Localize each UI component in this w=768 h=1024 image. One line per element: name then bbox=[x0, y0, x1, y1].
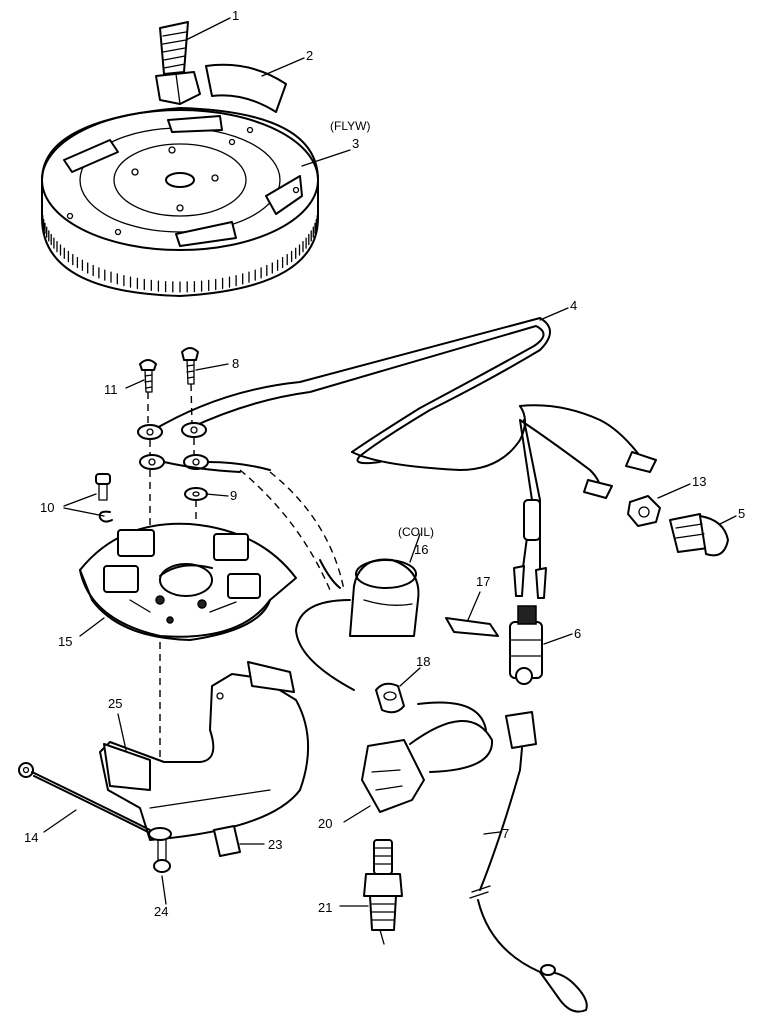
part-24-screw bbox=[153, 839, 171, 873]
label-23: 23 bbox=[268, 837, 282, 852]
part-2-key bbox=[205, 63, 287, 113]
part-23-block bbox=[213, 825, 241, 857]
part-3-flywheel bbox=[41, 107, 319, 297]
part-11-screw bbox=[139, 359, 157, 393]
label-17: 17 bbox=[476, 574, 490, 589]
part-21-spark-plug bbox=[363, 839, 403, 945]
label-5: 5 bbox=[738, 506, 745, 521]
label-20: 20 bbox=[318, 816, 332, 831]
wire-terminals bbox=[137, 422, 271, 473]
label-flywheel-note: (FLYW) bbox=[330, 119, 370, 133]
label-16: 16 bbox=[414, 542, 428, 557]
label-coil-note: (COIL) bbox=[398, 525, 434, 539]
label-1: 1 bbox=[232, 8, 239, 23]
label-14: 14 bbox=[24, 830, 38, 845]
label-9: 9 bbox=[230, 488, 237, 503]
part-10-screw-clip bbox=[95, 473, 113, 523]
part-7-lanyard bbox=[469, 711, 588, 1013]
part-4-wire-harness bbox=[149, 317, 657, 599]
label-7: 7 bbox=[502, 826, 509, 841]
label-4: 4 bbox=[570, 298, 577, 313]
label-10: 10 bbox=[40, 500, 54, 515]
part-5-switch bbox=[669, 513, 729, 557]
part-17-clip bbox=[445, 617, 499, 637]
label-6: 6 bbox=[574, 626, 581, 641]
part-25-bracket bbox=[99, 661, 310, 841]
label-2: 2 bbox=[306, 48, 313, 63]
label-11: 11 bbox=[104, 382, 118, 397]
part-14-ground-wire bbox=[18, 762, 172, 841]
part-labels: 1 2 (FLYW) 3 4 8 11 9 10 13 5 (COIL) 16 … bbox=[24, 8, 745, 919]
label-3: 3 bbox=[352, 136, 359, 151]
label-25: 25 bbox=[108, 696, 122, 711]
part-18-grommet bbox=[375, 682, 405, 714]
part-9-washer bbox=[184, 487, 208, 501]
label-21: 21 bbox=[318, 900, 332, 915]
part-15-stator-plate bbox=[79, 522, 297, 641]
label-15: 15 bbox=[58, 634, 72, 649]
label-leaders bbox=[43, 17, 737, 907]
label-13: 13 bbox=[692, 474, 706, 489]
label-8: 8 bbox=[232, 356, 239, 371]
part-1-bolt bbox=[155, 21, 201, 105]
part-13-nut bbox=[627, 495, 661, 527]
label-24: 24 bbox=[154, 904, 168, 919]
label-18: 18 bbox=[416, 654, 430, 669]
part-8-screw bbox=[181, 347, 199, 385]
part-20-spark-boot bbox=[361, 701, 494, 813]
part-16-coil bbox=[295, 558, 420, 691]
part-6-switch-plug bbox=[509, 605, 543, 685]
